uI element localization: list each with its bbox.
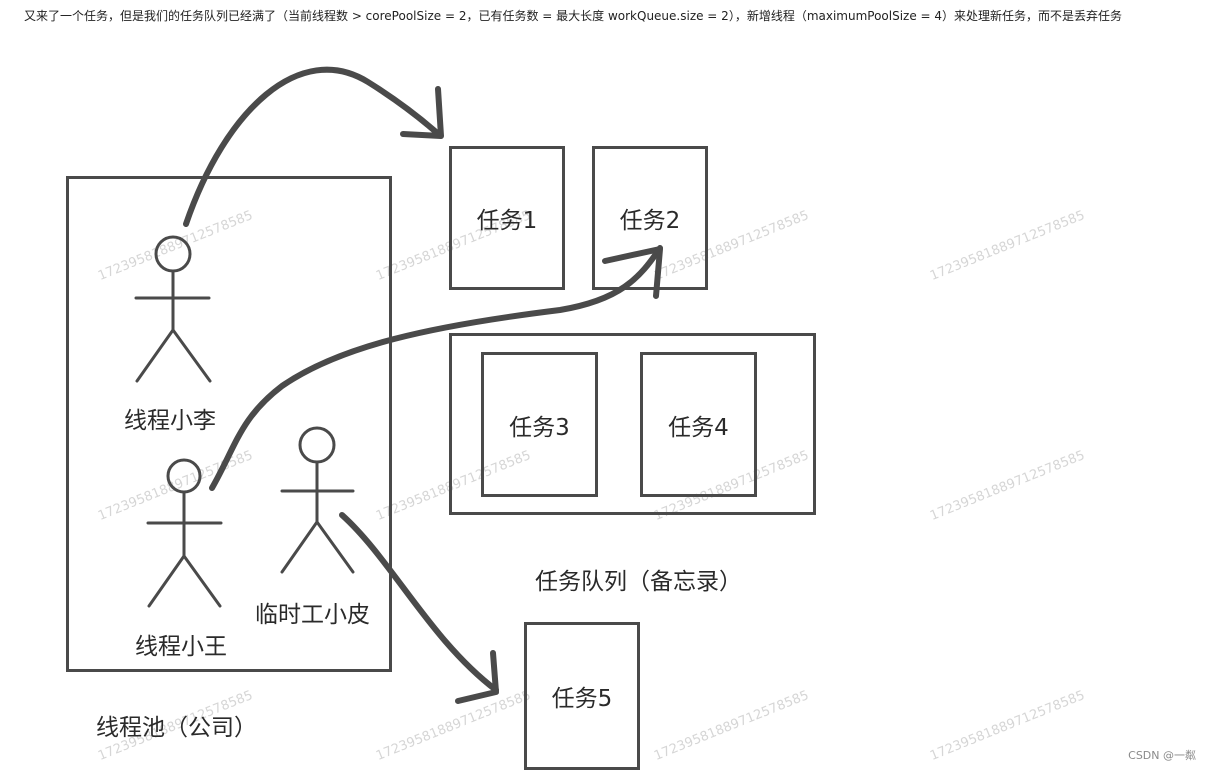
arrow-li-to-task1	[183, 66, 444, 227]
task-2-box: 任务2	[592, 146, 708, 290]
csdn-credit: CSDN @一粼	[1128, 749, 1196, 762]
task-4-label: 任务4	[668, 414, 729, 441]
task-queue-label: 任务队列（备忘录）	[535, 569, 742, 595]
task-5-label: 任务5	[551, 686, 613, 712]
stick-figure-li	[134, 235, 212, 383]
task-5-box: 任务5	[524, 622, 640, 770]
task-3-label: 任务3	[509, 414, 570, 441]
task-3-box: 任务3	[481, 352, 598, 497]
thread-pool-box	[66, 176, 392, 672]
task-4-box: 任务4	[640, 352, 757, 497]
stick-figure-pi	[280, 426, 355, 574]
task-1-label: 任务1	[476, 208, 538, 234]
arrow-wang-to-task2	[209, 245, 663, 491]
thread-li-label: 线程小李	[124, 408, 216, 434]
stick-figure-wang	[146, 458, 223, 608]
thread-pool-label: 线程池（公司）	[96, 715, 257, 741]
caption-text: 又来了一个任务，但是我们的任务队列已经满了（当前线程数 > corePoolSi…	[24, 9, 1123, 23]
thread-wang-label: 线程小王	[135, 634, 227, 660]
task-queue-box	[449, 333, 816, 515]
arrow-pi-to-task5	[339, 512, 499, 704]
task-1-box: 任务1	[449, 146, 565, 290]
temp-worker-pi-label: 临时工小皮	[255, 602, 370, 628]
task-2-label: 任务2	[619, 208, 681, 234]
